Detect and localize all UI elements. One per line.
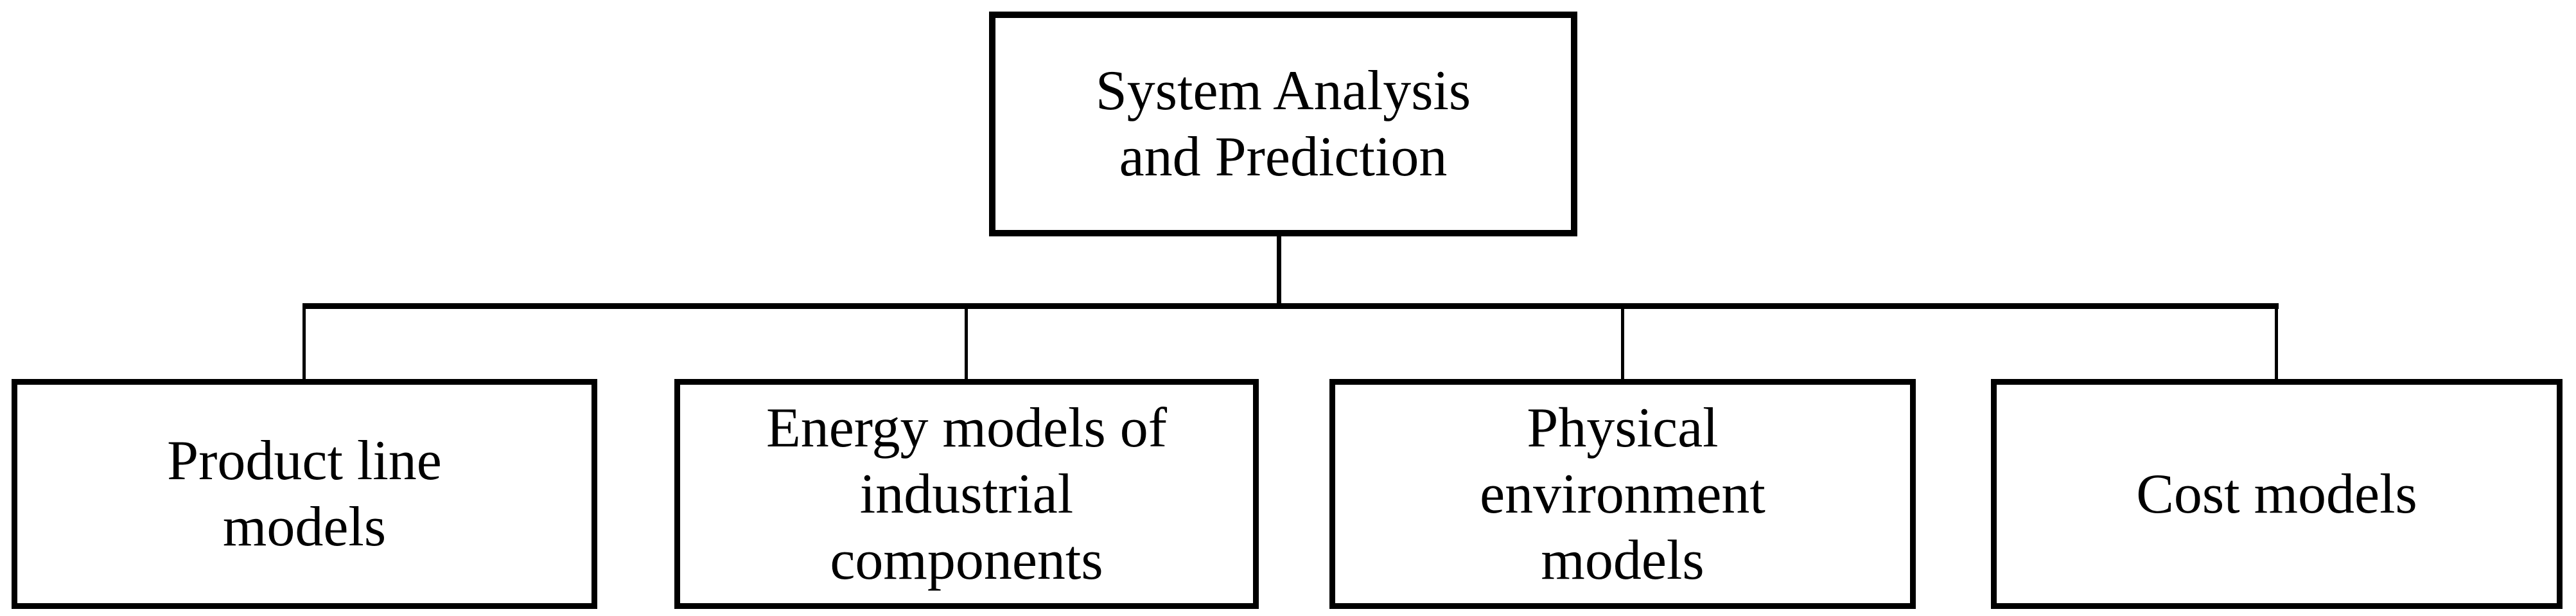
node-label-physical-environment-models: Physical environment models [1480,396,1766,592]
node-energy-models-of-industrial-components: Energy models of industrial components [674,379,1259,609]
connector-drop-energy-models [965,308,968,380]
connector-drop-product-line [302,308,306,380]
connector-root-stem [1277,234,1281,308]
node-label-cost-models: Cost models [2136,462,2417,525]
connector-drop-cost-models [2275,308,2278,380]
node-product-line-models: Product line models [12,379,597,609]
node-physical-environment-models: Physical environment models [1329,379,1916,609]
node-label-root: System Analysis and Prediction [1095,60,1471,188]
connector-horizontal-bar [302,303,2279,309]
node-label-energy-models: Energy models of industrial components [766,396,1168,592]
node-cost-models: Cost models [1991,379,2563,609]
node-system-analysis-and-prediction: System Analysis and Prediction [989,12,1577,236]
node-label-product-line-models: Product line models [167,430,442,558]
connector-drop-physical-environment [1621,308,1624,380]
